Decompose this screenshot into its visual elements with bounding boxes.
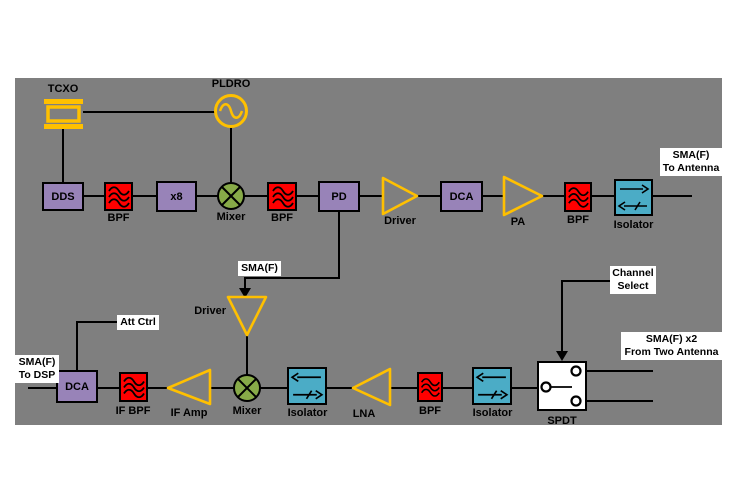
bpf3-label: BPF — [567, 214, 589, 226]
connection-wires — [28, 111, 692, 402]
tcxo-label: TCXO — [47, 83, 79, 95]
block-dca-rx: DCA — [56, 370, 98, 403]
pa-label: PA — [510, 216, 526, 228]
isolator3-label: Isolator — [472, 407, 513, 419]
driver1-label: Driver — [384, 215, 416, 227]
to-antenna-line1: SMA(F) — [672, 149, 710, 161]
spdt-label: SPDT — [547, 415, 577, 427]
channel-select-line2: Select — [617, 280, 649, 292]
isolator1-label: Isolator — [613, 219, 654, 231]
block-dca-rx-label: DCA — [65, 380, 89, 393]
driver1-amp-icon — [381, 176, 419, 216]
diagram-canvas — [15, 78, 722, 425]
tcxo-crystal-icon — [44, 99, 83, 129]
arrowheads — [239, 288, 568, 361]
block-bpf3 — [564, 182, 592, 212]
pa-amp-icon — [502, 175, 544, 217]
driver2-label: Driver — [194, 305, 226, 317]
block-if-bpf — [119, 372, 148, 402]
block-x8: x8 — [156, 181, 197, 212]
block-bpf4 — [417, 372, 443, 402]
from-antenna-line1: SMA(F) x2 — [645, 333, 698, 345]
isolator-forward-icon — [617, 184, 650, 211]
from-antenna-line2: From Two Antenna — [624, 346, 719, 358]
block-dds-label: DDS — [51, 190, 75, 203]
pldro-oscillator-icon — [214, 94, 248, 128]
isolator2-label: Isolator — [287, 407, 328, 419]
block-bpf1 — [104, 182, 133, 211]
sma-mid-callout: SMA(F) — [238, 261, 281, 276]
block-dds: DDS — [42, 182, 84, 211]
block-isolator-rx1 — [287, 367, 327, 405]
bpf-wave-icon — [420, 378, 440, 397]
bpf1-label: BPF — [107, 212, 130, 224]
spdt-switch-icon — [540, 365, 582, 407]
block-x8-label: x8 — [170, 190, 183, 203]
to-dsp-line2: To DSP — [18, 369, 56, 381]
channel-select-arrowhead — [556, 351, 568, 361]
amplifier-triangles — [166, 175, 544, 407]
block-pd-label: PD — [331, 190, 347, 203]
bpf2-label: BPF — [271, 212, 293, 224]
bpf-wave-icon — [123, 376, 145, 399]
mixer1-label: Mixer — [216, 211, 246, 223]
if-bpf-label: IF BPF — [115, 405, 151, 417]
bpf-wave-icon — [271, 186, 294, 208]
lna-label: LNA — [352, 408, 376, 420]
mixer2-label: Mixer — [232, 405, 262, 417]
channel-select-callout: Channel Select — [610, 266, 656, 294]
to-antenna-callout: SMA(F) To Antenna — [660, 148, 722, 176]
att-ctrl-callout: Att Ctrl — [117, 315, 159, 330]
block-pd: PD — [318, 181, 360, 212]
bpf-wave-icon — [568, 187, 589, 208]
driver2-amp-icon — [226, 295, 268, 337]
tx-mixer-icon — [217, 182, 245, 210]
to-dsp-callout: SMA(F) To DSP — [15, 355, 59, 383]
from-antenna-callout: SMA(F) x2 From Two Antenna — [621, 332, 722, 360]
to-dsp-line1: SMA(F) — [18, 356, 56, 368]
pldro-label: PLDRO — [211, 78, 251, 90]
lna-amp-icon — [351, 367, 392, 407]
block-spdt — [537, 361, 587, 411]
block-dca-tx-label: DCA — [449, 190, 474, 203]
lo-arrowhead — [239, 288, 251, 298]
if-amp-icon — [166, 368, 212, 406]
isolator-reverse-icon — [290, 372, 324, 400]
to-antenna-line2: To Antenna — [662, 162, 720, 174]
block-isolator-rx2 — [472, 367, 512, 405]
rx-mixer-icon — [233, 374, 261, 402]
block-dca-tx: DCA — [440, 181, 483, 212]
isolator-reverse-icon — [475, 372, 509, 400]
block-bpf2 — [267, 182, 297, 211]
bpf-wave-icon — [108, 186, 130, 208]
bpf4-label: BPF — [419, 405, 441, 417]
block-isolator-tx — [614, 179, 653, 216]
channel-select-line1: Channel — [612, 267, 654, 279]
if-amp-label: IF Amp — [170, 407, 208, 419]
